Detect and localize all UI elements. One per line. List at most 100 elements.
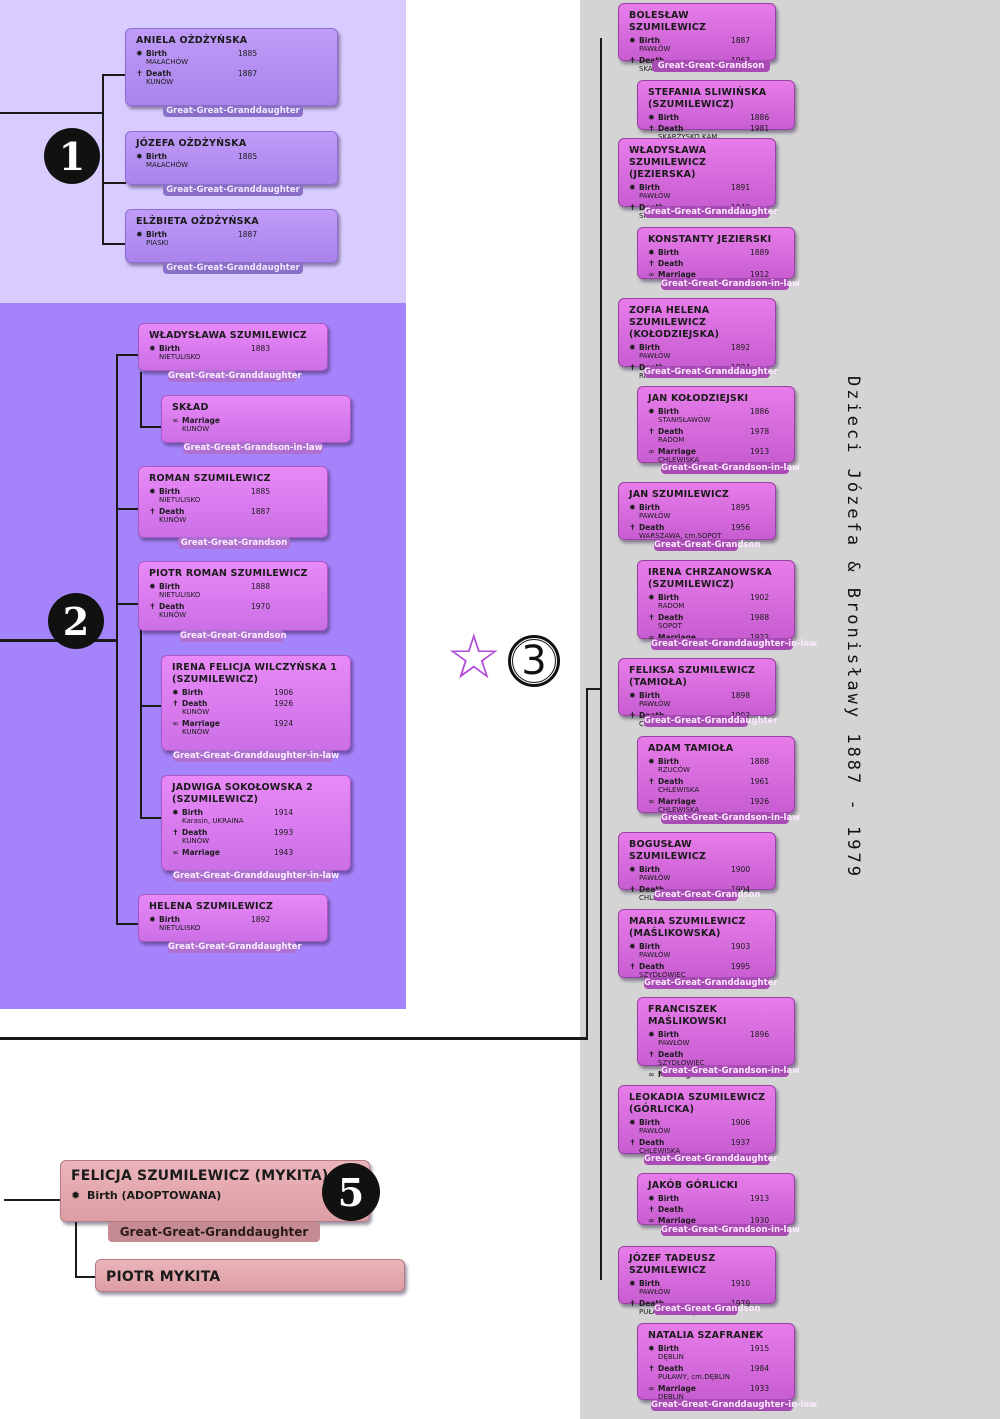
death-year: 1937 bbox=[731, 1138, 751, 1147]
death-label: Death bbox=[639, 1299, 665, 1308]
rings-icon: ∞ bbox=[648, 1384, 655, 1393]
relationship-label: Great-Great-Granddaughter bbox=[644, 206, 778, 218]
rings-icon: ∞ bbox=[172, 416, 179, 425]
person-name: IRENA CHRZANOWSKA (SZUMILEWICZ) bbox=[648, 567, 772, 590]
marriage-label: Marriage bbox=[658, 797, 697, 806]
birth-place: RADOM bbox=[658, 602, 685, 610]
person-name: BOGUSŁAW SZUMILEWICZ bbox=[629, 839, 707, 862]
birth-place: NIETULISKO bbox=[159, 353, 201, 361]
marriage-label: Marriage bbox=[182, 719, 221, 728]
marriage-year: 1933 bbox=[750, 1384, 770, 1393]
cross-icon: ✝ bbox=[629, 1138, 636, 1147]
death-year: 1970 bbox=[251, 602, 271, 611]
relationship-label: Great-Great-Grandson-in-law bbox=[661, 1224, 801, 1236]
marriage-label: Marriage bbox=[182, 848, 221, 857]
marriage-row: ∞Marriage1922 bbox=[648, 633, 786, 642]
person-card[interactable]: WŁADYSŁAWA SZUMILEWICZ (JEZIERSKA)✹Birth… bbox=[618, 138, 776, 220]
birth-year: 1903 bbox=[731, 942, 751, 951]
marriage-label: Marriage bbox=[658, 270, 697, 279]
person-name: FELIKSA SZUMILEWICZ (TAMIOŁA) bbox=[629, 665, 756, 688]
birth-label: Birth bbox=[639, 691, 660, 700]
birth-label: Birth bbox=[182, 688, 203, 697]
relationship-label: Great-Great-Granddaughter-in-law bbox=[173, 870, 340, 882]
cross-icon: ✝ bbox=[136, 69, 143, 78]
connector-line bbox=[75, 1276, 95, 1278]
birth-year: 1892 bbox=[731, 343, 751, 352]
cross-icon: ✝ bbox=[629, 56, 636, 65]
connector-line bbox=[116, 603, 138, 605]
birth-label: Birth bbox=[639, 36, 660, 45]
birth-label: Birth bbox=[159, 582, 180, 591]
death-label: Death bbox=[639, 523, 665, 532]
relationship-label: Great-Great-Granddaughter bbox=[163, 184, 303, 196]
death-year: 1979 bbox=[731, 1299, 751, 1308]
badge-3-number: 3 bbox=[512, 638, 556, 684]
birth-year: 1885 bbox=[251, 487, 271, 496]
marriage-year: 1922 bbox=[750, 633, 769, 642]
relationship-label: Great-Great-Grandson-in-law bbox=[661, 812, 801, 824]
person-name: ROMAN SZUMILEWICZ bbox=[149, 473, 271, 484]
death-place: WARSZAWA, cm.SOPOT bbox=[639, 532, 722, 540]
marriage-year: 1924 bbox=[274, 719, 294, 728]
sun-icon: ✹ bbox=[629, 691, 636, 700]
person-card[interactable]: JADWIGA SOKOŁOWSKA 2 (SZUMILEWICZ) ✹Birth… bbox=[161, 775, 351, 871]
marriage-place: KUNÓW bbox=[182, 728, 210, 736]
sun-icon: ✹ bbox=[648, 248, 655, 257]
cross-icon: ✝ bbox=[629, 523, 636, 532]
birth-year: 1895 bbox=[731, 503, 751, 512]
death-label: Death bbox=[658, 124, 684, 133]
relationship-label: Great-Great-Granddaughter bbox=[168, 941, 302, 953]
person-name: JADWIGA SOKOŁOWSKA 2 (SZUMILEWICZ) bbox=[172, 782, 313, 805]
person-card[interactable]: IRENA FELICJA WILCZYŃSKA 1 (SZUMILEWICZ)… bbox=[161, 655, 351, 751]
birth-place: PAWŁÓW bbox=[639, 45, 671, 53]
person-card[interactable]: PIOTR MYKITA bbox=[95, 1259, 405, 1292]
person-card[interactable]: ZOFIA HELENA SZUMILEWICZ (KOŁODZIEJSKA)✹… bbox=[618, 298, 776, 380]
person-name: LEOKADIA SZUMILEWICZ (GÓRLICKA) bbox=[629, 1092, 766, 1115]
birth-place: DĘBLIN bbox=[658, 1353, 684, 1361]
cross-icon: ✝ bbox=[629, 203, 636, 212]
birth-place: NIETULISKO bbox=[159, 496, 201, 504]
rings-icon: ∞ bbox=[648, 270, 655, 279]
person-name: JÓZEF TADEUSZ SZUMILEWICZ bbox=[629, 1253, 716, 1276]
sun-icon: ✹ bbox=[136, 49, 143, 58]
person-card[interactable]: FELICJA SZUMILEWICZ (MYKITA)✹Birth (ADOP… bbox=[60, 1160, 370, 1222]
birth-row: ✹Birth (ADOPTOWANA) bbox=[71, 1189, 361, 1203]
birth-year: 1891 bbox=[731, 183, 751, 192]
